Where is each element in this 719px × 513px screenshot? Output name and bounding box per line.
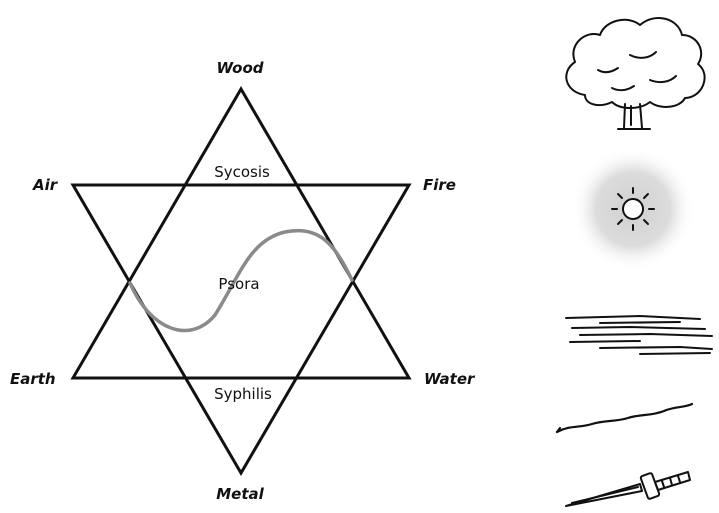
region-label-syphilis: Syphilis — [214, 385, 272, 403]
vertex-label-metal: Metal — [216, 485, 264, 503]
region-label-psora: Psora — [218, 275, 259, 293]
earth-icon — [557, 404, 692, 432]
vertex-label-fire: Fire — [423, 176, 456, 194]
vertex-label-earth: Earth — [10, 370, 56, 388]
vertex-label-water: Water — [424, 370, 476, 388]
tree-icon — [566, 18, 704, 129]
metal-dagger-icon — [566, 472, 690, 506]
vertex-label-wood: Wood — [216, 59, 263, 77]
region-label-sycosis: Sycosis — [214, 163, 270, 181]
upward-triangle — [73, 89, 409, 378]
sun-icon — [571, 147, 695, 271]
vertex-label-air: Air — [32, 176, 59, 194]
water-icon — [566, 316, 712, 354]
downward-triangle — [73, 185, 409, 473]
